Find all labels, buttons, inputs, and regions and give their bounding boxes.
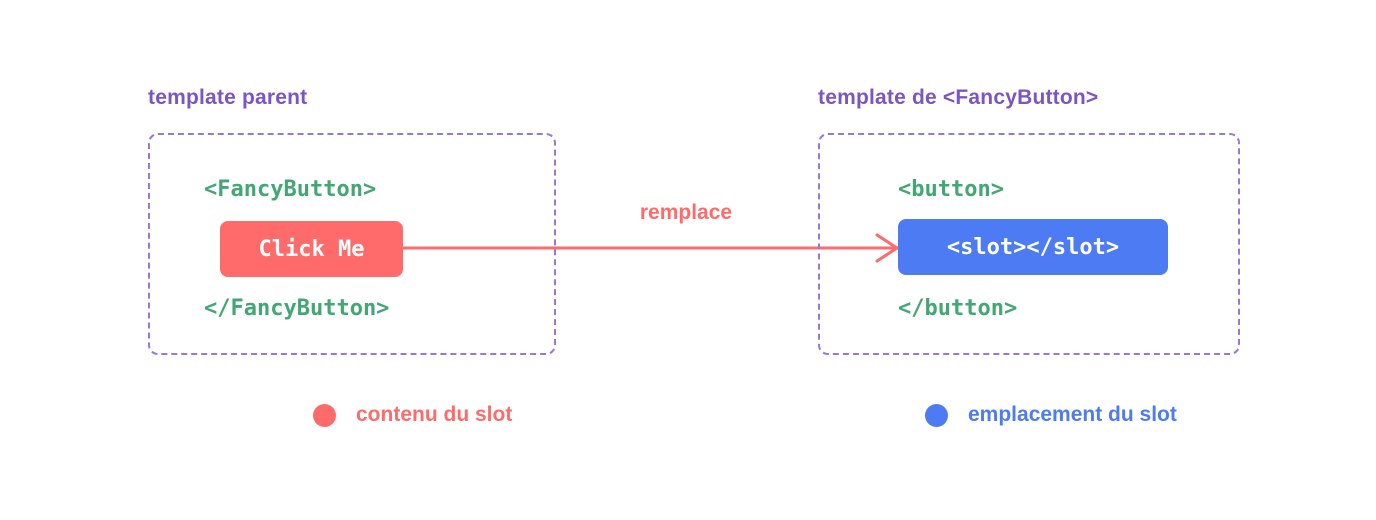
legend-slot-content: contenu du slot (313, 403, 512, 427)
slot-outlet-chip: <slot></slot> (898, 219, 1168, 275)
red-dot-icon (313, 403, 336, 427)
fancybutton-open-tag: <FancyButton> (204, 177, 377, 202)
legend-slot-outlet-label: emplacement du slot (968, 403, 1177, 426)
fancybutton-template-title: template de <FancyButton> (818, 86, 1099, 109)
button-open-tag: <button> (898, 177, 1004, 202)
slot-content-chip: Click Me (220, 221, 403, 277)
fancybutton-close-tag: </FancyButton> (204, 296, 390, 321)
button-close-tag: </button> (898, 296, 1018, 321)
legend-slot-content-label: contenu du slot (356, 403, 513, 426)
legend-slot-outlet: emplacement du slot (925, 403, 1177, 427)
parent-template-title: template parent (148, 86, 308, 109)
parent-template-box (148, 133, 556, 355)
blue-dot-icon (925, 403, 948, 427)
replace-label: remplace (639, 201, 733, 224)
replace-arrow-icon (403, 233, 899, 263)
fancybutton-template-box (818, 133, 1240, 355)
